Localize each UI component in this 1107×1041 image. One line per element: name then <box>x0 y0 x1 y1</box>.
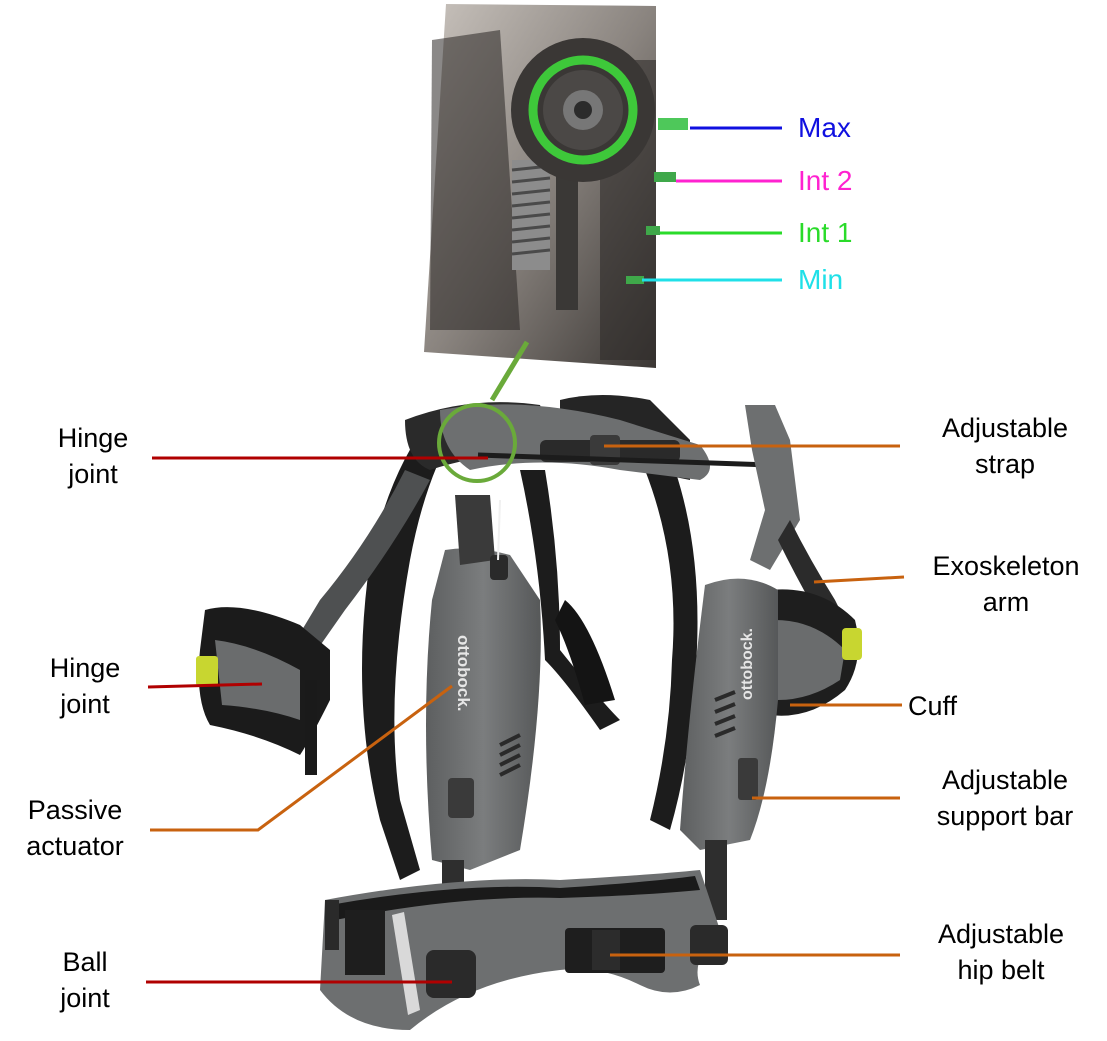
level-label-int1: Int 1 <box>798 217 853 248</box>
level-label-max: Max <box>798 112 851 143</box>
label-line: arm <box>982 587 1030 617</box>
label-hinge-joint-top: Hinge joint <box>38 420 148 492</box>
label-line: Ball <box>62 947 108 977</box>
label-line: hip belt <box>957 955 1045 985</box>
label-line: Hinge <box>49 653 121 683</box>
right-buckle-icon <box>842 628 862 660</box>
label-passive-actuator: Passive actuator <box>0 792 150 864</box>
level-label-min: Min <box>798 264 844 295</box>
inset-closeup <box>424 4 688 368</box>
label-line: Adjustable <box>941 765 1069 795</box>
ottobock-logo-left: ottobock. <box>454 635 473 712</box>
label-line: Adjustable <box>941 413 1069 443</box>
label-line: Exoskeleton <box>932 551 1080 581</box>
label-line: Adjustable <box>937 919 1065 949</box>
label-line: Cuff <box>908 691 958 721</box>
label-cuff: Cuff <box>908 688 998 724</box>
leader-hinge-joint-left <box>147 682 263 689</box>
leader-passive-actuator <box>150 684 453 832</box>
exoskeleton-device: ottobock. ottobock. <box>196 395 862 1030</box>
label-adjustable-support-bar: Adjustable support bar <box>910 762 1100 834</box>
label-hinge-joint-left: Hinge joint <box>30 650 140 722</box>
label-adjustable-strap: Adjustable strap <box>910 410 1100 482</box>
label-line: actuator <box>26 831 124 861</box>
leader-exoskeleton-arm <box>813 575 905 584</box>
label-adjustable-hip-belt: Adjustable hip belt <box>906 916 1096 988</box>
label-line: joint <box>68 459 118 489</box>
label-ball-joint: Ball joint <box>30 944 140 1016</box>
label-exoskeleton-arm: Exoskeleton arm <box>910 548 1102 620</box>
label-line: strap <box>974 449 1036 479</box>
inset-connector-line <box>489 340 530 402</box>
label-line: joint <box>60 689 110 719</box>
label-line: joint <box>60 983 110 1013</box>
green-ring-icon <box>528 55 638 165</box>
label-line: Passive <box>27 795 123 825</box>
level-label-int2: Int 2 <box>798 165 853 196</box>
buckle-icon <box>196 656 218 686</box>
hinge-highlight-circle <box>437 403 517 483</box>
ottobock-logo-right: ottobock. <box>739 628 756 700</box>
label-line: Hinge <box>57 423 129 453</box>
label-line: support bar <box>936 801 1074 831</box>
